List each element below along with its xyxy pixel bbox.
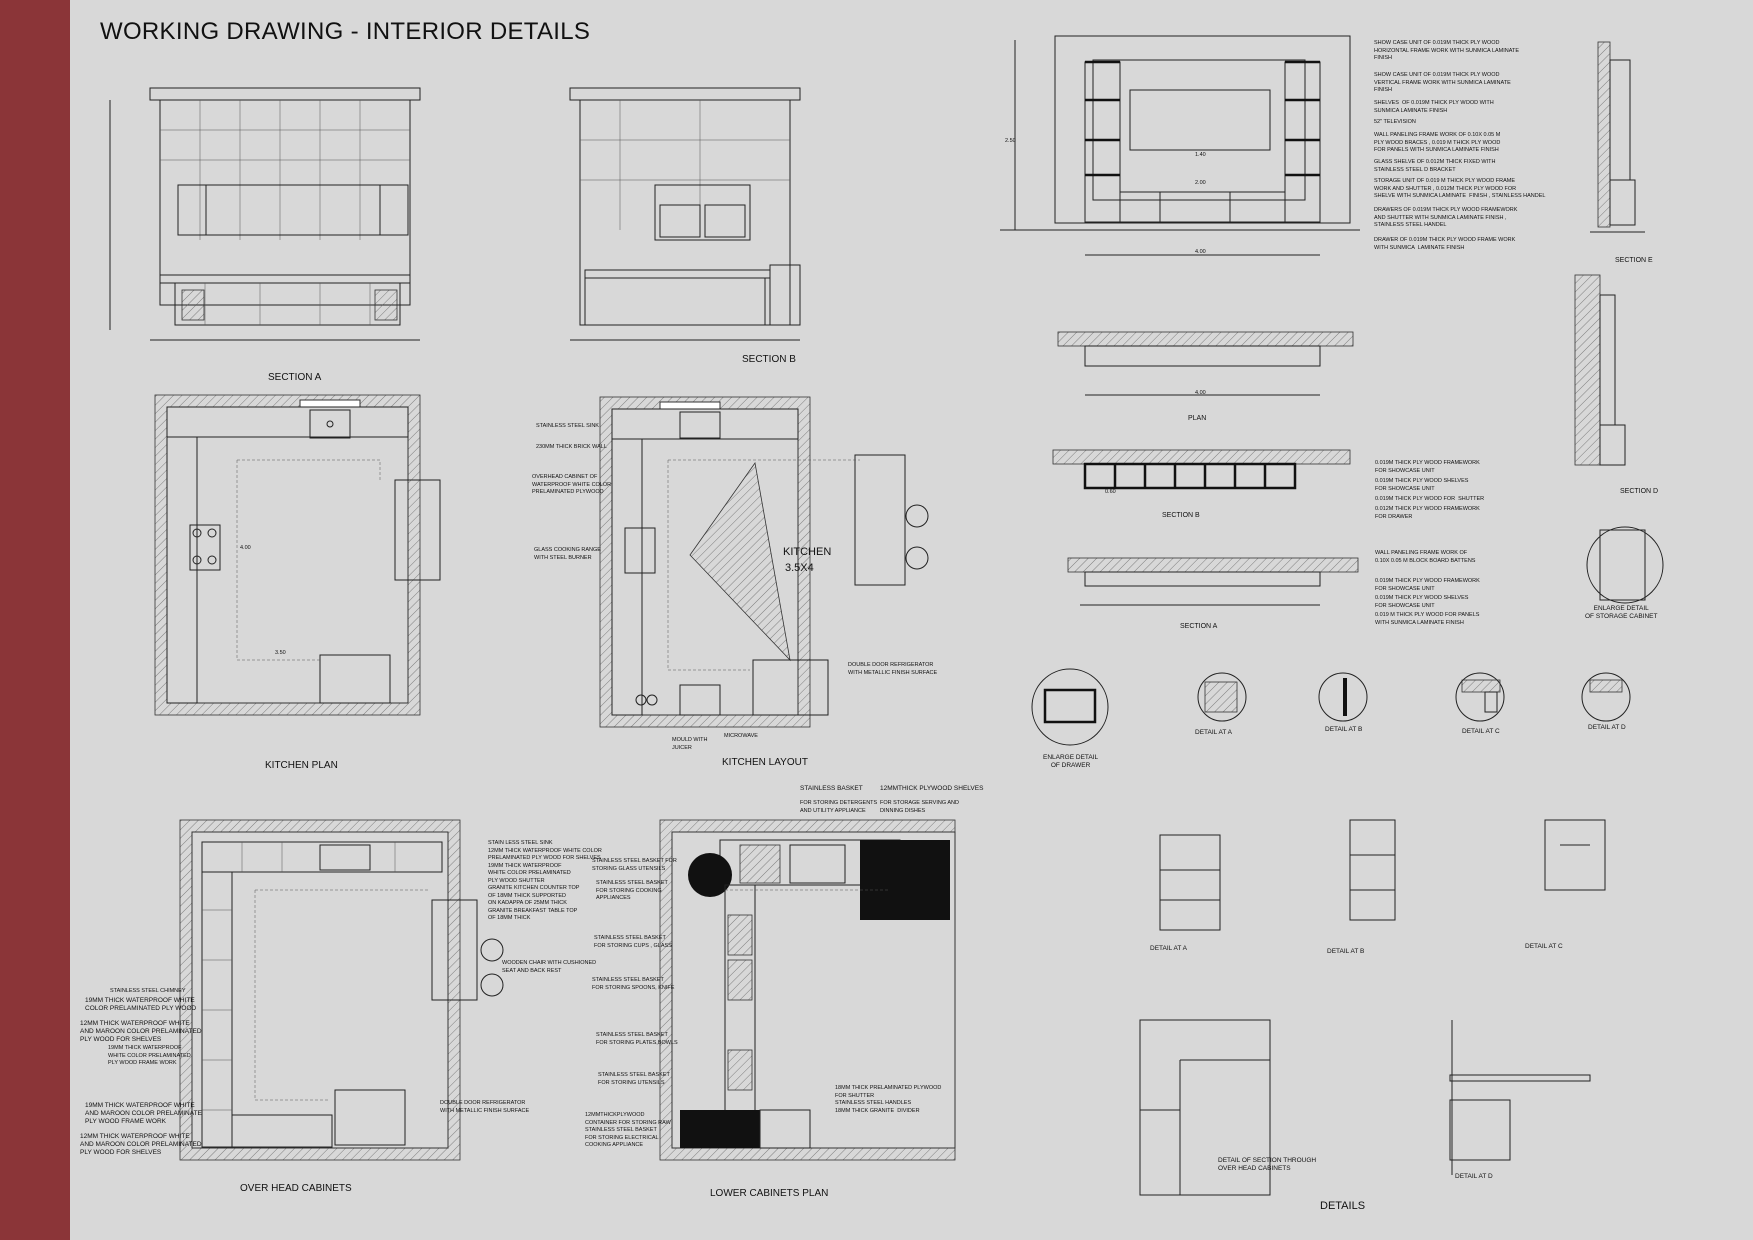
section-e-drawing	[1590, 41, 1645, 233]
kitchen-layout-title: KITCHEN LAYOUT	[722, 757, 808, 768]
lower-note: STAINLESS STEEL BASKET FOR STORING GLASS…	[592, 858, 677, 872]
overhead-note: DOUBLE DOOR REFRIGERATOR WITH METALLIC F…	[440, 1100, 530, 1114]
overhead-note: STAIN LESS STEEL SINK 12MM THICK WATERPR…	[488, 840, 602, 921]
kitchen-room-label: KITCHEN	[783, 546, 832, 558]
tv-section-a-title: SECTION A	[1180, 623, 1218, 630]
section-b-title: SECTION B	[742, 354, 796, 365]
lower-note: STAINLESS STEEL BASKET FOR STORING CUPS …	[594, 935, 672, 949]
page-title: WORKING DRAWING - INTERIOR DETAILS	[100, 18, 591, 45]
left-note: 19MM THICK WATERPROOF WHITE COLOR PRELAM…	[108, 1045, 191, 1066]
tv-section-b	[1052, 449, 1351, 490]
section-a-note: 0.019M THICK PLY WOOD FRAMEWORK FOR SHOW…	[1375, 578, 1480, 592]
section-b-note: 0.012M THICK PLY WOOD FRAMEWORK FOR DRAW…	[1375, 506, 1480, 520]
section-a-note: 0.019M THICK PLY WOOD SHELVES FOR SHOWCA…	[1375, 595, 1469, 609]
tv-unit-elevation	[1000, 35, 1360, 256]
left-note: STAINLESS STEEL CHIMNEY	[110, 988, 186, 994]
detail-c2-title: DETAIL AT C	[1525, 943, 1563, 950]
dim-tv-total: 4.00	[1195, 249, 1206, 255]
detail-overhead-title: DETAIL OF SECTION THROUGH OVER HEAD CABI…	[1218, 1157, 1317, 1172]
lower-note: STAINLESS STEEL BASKET FOR STORING UTENS…	[598, 1072, 670, 1086]
tv-note: DRAWERS OF 0.019M THICK PLY WOOD FRAMEWO…	[1374, 207, 1518, 228]
dim-kitchen-w: 3.50	[275, 650, 286, 656]
dim-tv-mid: 2.00	[1195, 180, 1206, 186]
sidebar-band	[0, 0, 70, 1240]
tv-section-b-title: SECTION B	[1162, 512, 1200, 519]
lower-note: STAINLESS STEEL BASKET FOR STORING SPOON…	[592, 977, 675, 991]
layout-note: MOULD WITH JUICER	[672, 737, 708, 751]
section-a-note: WALL PANELING FRAME WORK OF 0.10X 0.05 M…	[1375, 550, 1476, 564]
dim-tv-height: 2.50	[1005, 138, 1016, 144]
left-note: 12MM THICK WATERPROOF WHITE AND MAROON C…	[80, 1020, 202, 1043]
lower-note: 18MM THICK PRELAMINATED PLYWOOD FOR SHUT…	[835, 1085, 942, 1114]
layout-note: STAINLESS STEEL SINK	[536, 423, 599, 429]
section-b-note: 0.019M THICK PLY WOOD SHELVES FOR SHOWCA…	[1375, 478, 1469, 492]
overhead-cabinets-title: OVER HEAD CABINETS	[240, 1183, 352, 1194]
detail-a-title: DETAIL AT A	[1195, 729, 1232, 736]
lower-cabinets-title: LOWER CABINETS PLAN	[710, 1188, 829, 1199]
dim-tv-tv: 1.40	[1195, 152, 1206, 158]
storage-cabinet-detail-title: ENLARGE DETAIL OF STORAGE CABINET	[1585, 605, 1658, 620]
details-title: DETAILS	[1320, 1200, 1366, 1212]
section-b-note: 0.019M THICK PLY WOOD FOR SHUTTER	[1375, 496, 1485, 502]
tv-note: SHELVES OF 0.019M THICK PLY WOOD WITH SU…	[1374, 100, 1494, 114]
kitchen-plan-drawing	[154, 394, 441, 716]
dim-module: 0.60	[1105, 489, 1116, 495]
stainless-basket-sub: FOR STORING DETERGENTS AND UTILITY APPLI…	[800, 800, 878, 814]
tv-note: DRAWER OF 0.019M THICK PLY WOOD FRAME WO…	[1374, 237, 1516, 251]
detail-b2-title: DETAIL AT B	[1327, 948, 1365, 955]
left-note: 19MM THICK WATERPROOF WHITE COLOR PRELAM…	[85, 997, 197, 1012]
layout-note: MICROWAVE	[724, 733, 758, 739]
tv-note: SHOW CASE UNIT OF 0.019M THICK PLY WOOD …	[1374, 40, 1520, 61]
tv-section-a	[1067, 557, 1359, 606]
tv-note: STORAGE UNIT OF 0.019 M THICK PLY WOOD F…	[1374, 178, 1546, 199]
layout-note: OVERHEAD CABINET OF WATERPROOF WHITE COL…	[532, 474, 612, 495]
dim-plan-total: 4.00	[1195, 390, 1206, 396]
drawer-detail-title: ENLARGE DETAIL OF DRAWER	[1043, 754, 1099, 769]
lower-note: 12MMTHICKPLYWOOD CONTAINER FOR STORING R…	[585, 1112, 671, 1148]
lower-details	[1139, 819, 1606, 1196]
detail-d-title: DETAIL AT D	[1588, 724, 1626, 731]
overhead-note: WOODEN CHAIR WITH CUSHIONED SEAT AND BAC…	[502, 960, 597, 974]
left-note: 12MM THICK WATERPROOF WHITE AND MAROON C…	[80, 1133, 202, 1156]
kitchen-size-label: 3.5X4	[785, 562, 814, 574]
kitchen-layout-drawing	[599, 396, 929, 728]
detail-c-title: DETAIL AT C	[1462, 728, 1500, 735]
lower-cabinets-drawing	[659, 819, 956, 1161]
detail-d2-title: DETAIL AT D	[1455, 1173, 1493, 1180]
section-d-title: SECTION D	[1620, 488, 1659, 495]
plywood-shelves-label: 12MMTHICK PLYWOOD SHELVES	[880, 785, 984, 792]
section-d-drawing	[1574, 274, 1626, 466]
stainless-basket-label: STAINLESS BASKET	[800, 785, 863, 792]
tv-plan	[1057, 331, 1354, 396]
section-a-drawing	[109, 87, 421, 341]
tv-note: SHOW CASE UNIT OF 0.019M THICK PLY WOOD …	[1374, 72, 1511, 93]
detail-b-title: DETAIL AT B	[1325, 726, 1363, 733]
tv-note: WALL PANELING FRAME WORK OF 0.10X 0.05 M…	[1374, 132, 1501, 153]
layout-note: DOUBLE DOOR REFRIGERATOR WITH METALLIC F…	[848, 662, 938, 676]
detail-a2-title: DETAIL AT A	[1150, 945, 1187, 952]
dim-kitchen-d: 4.00	[240, 545, 251, 551]
section-e-title: SECTION E	[1615, 257, 1653, 264]
section-a-title: SECTION A	[268, 372, 322, 383]
kitchen-plan-title: KITCHEN PLAN	[265, 760, 338, 771]
section-a-note: 0.019 M THICK PLY WOOD FOR PANELS WITH S…	[1375, 612, 1480, 626]
layout-note: 230MM THICK BRICK WALL	[536, 444, 607, 450]
storage-cabinet-detail-circle	[1586, 526, 1664, 604]
left-note: 19MM THICK WATERPROOF WHITE AND MAROON C…	[85, 1102, 202, 1125]
lower-note: STAINLESS STEEL BASKET FOR STORING PLATE…	[596, 1032, 678, 1046]
section-b-drawing	[569, 87, 801, 341]
overhead-cabinets-drawing	[179, 819, 504, 1161]
detail-circles	[1031, 668, 1631, 746]
layout-note: GLASS COOKING RANGE WITH STEEL BURNER	[534, 547, 601, 561]
lower-note: STAINLESS STEEL BASKET FOR STORING COOKI…	[596, 880, 668, 901]
plywood-shelves-sub: FOR STORAGE SERVING AND DINNING DISHES	[880, 800, 959, 814]
tv-plan-title: PLAN	[1188, 415, 1207, 422]
tv-note: 52" TELEVISION	[1374, 119, 1416, 125]
section-b-note: 0.019M THICK PLY WOOD FRAMEWORK FOR SHOW…	[1375, 460, 1480, 474]
tv-note: GLASS SHELVE OF 0.012M THICK FIXED WITH …	[1374, 159, 1496, 173]
